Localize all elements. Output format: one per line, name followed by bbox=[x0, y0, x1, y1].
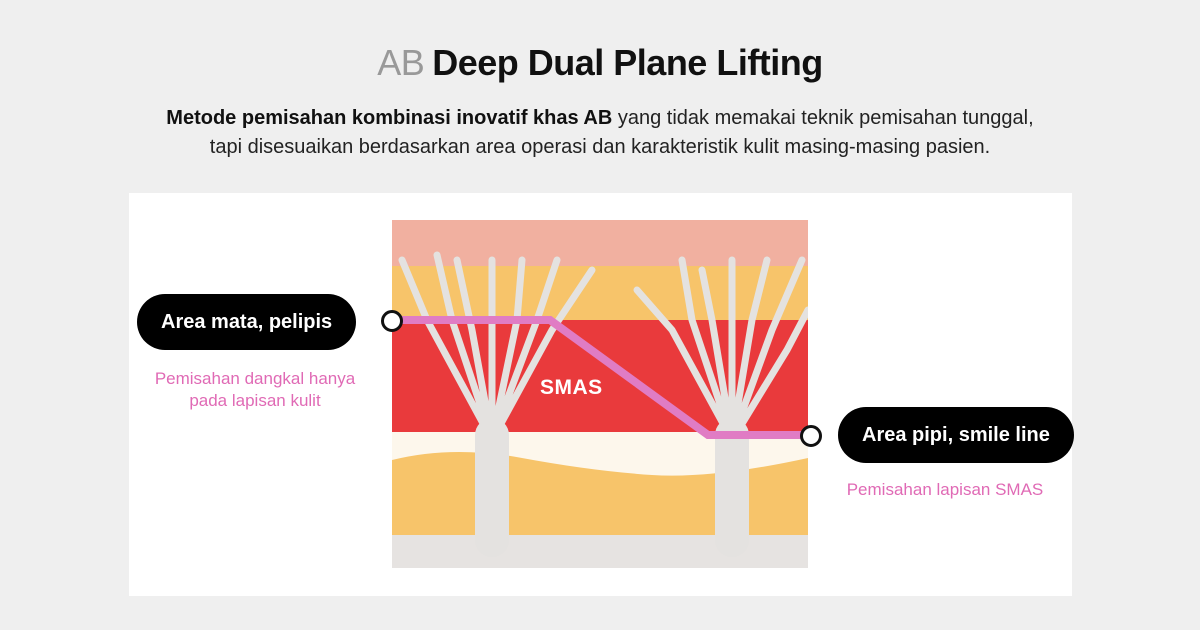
subtitle: Metode pemisahan kombinasi inovatif khas… bbox=[0, 104, 1200, 162]
subtitle-line2: tapi disesuaikan berdasarkan area operas… bbox=[209, 136, 991, 158]
label-area-mata-pelipis: Area mata, pelipis bbox=[137, 294, 357, 350]
left-marker-dot bbox=[381, 310, 403, 332]
note-left: Pemisahan dangkal hanya pada lapisan kuli… bbox=[130, 368, 380, 412]
note-right: Pemisahan lapisan SMAS bbox=[846, 480, 1044, 499]
subtitle-bold: Metode pemisahan kombinasi inovatif khas… bbox=[166, 107, 613, 129]
skin-layers-illustration bbox=[392, 220, 808, 568]
title-prefix: AB bbox=[377, 42, 425, 83]
note-left-line2: pada lapisan kulit bbox=[189, 391, 321, 410]
upper-fat-layer bbox=[392, 266, 808, 320]
dissection-line bbox=[392, 316, 808, 439]
subtitle-rest: yang tidak memakai teknik pemisahan tung… bbox=[612, 107, 1034, 129]
skin-layer bbox=[392, 220, 808, 266]
note-left-line1: Pemisahan dangkal hanya bbox=[154, 369, 356, 388]
label-area-pipi-smile-line: Area pipi, smile line bbox=[838, 407, 1074, 463]
right-marker-dot bbox=[800, 425, 822, 447]
smas-label: SMAS bbox=[540, 376, 603, 399]
title-main: Deep Dual Plane Lifting bbox=[432, 42, 823, 83]
